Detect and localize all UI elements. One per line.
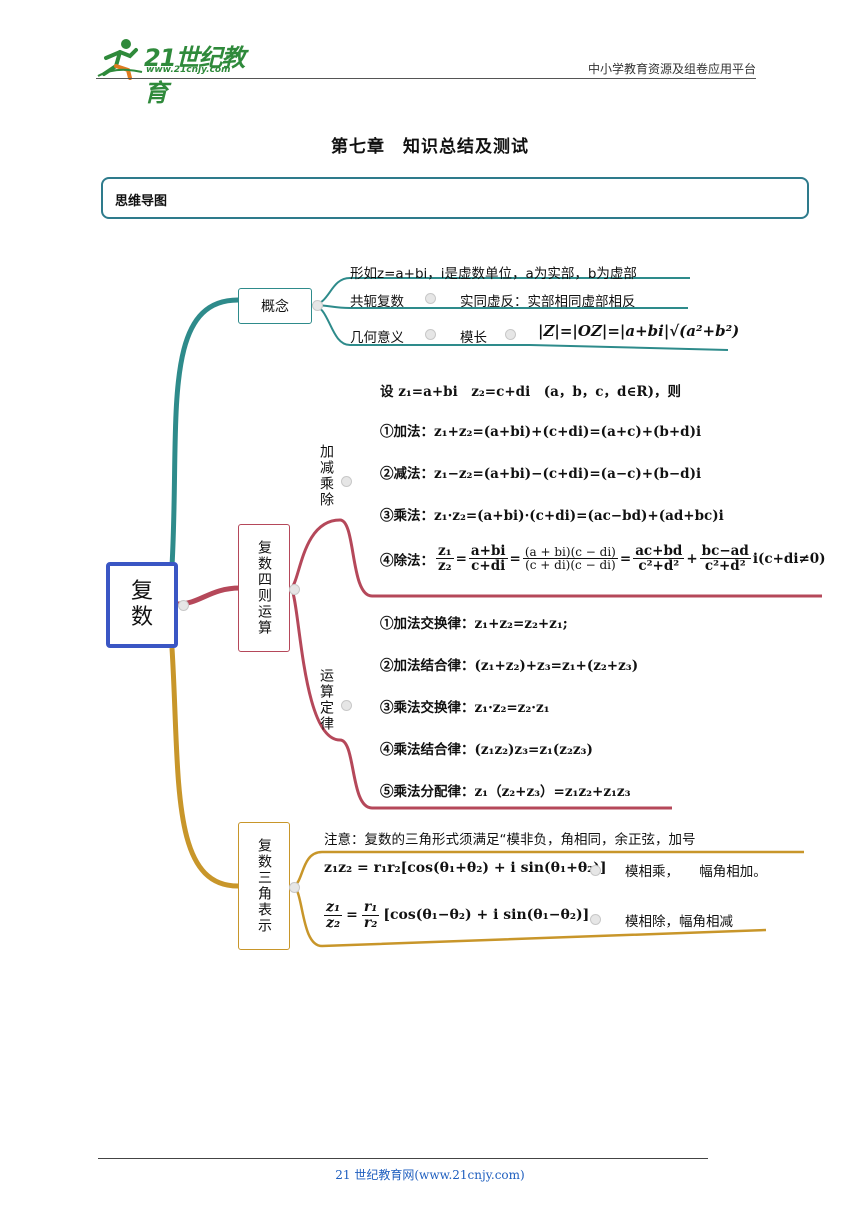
trig-div-formula: [cos(θ₁−θ₂) + i sin(θ₁−θ₂)] <box>383 907 590 924</box>
trig-label: 复数三角表示 <box>256 838 272 934</box>
trig-mult-formula: z₁z₂ = r₁r₂[cos(θ₁+θ₂) + i sin(θ₁+θ₂)] <box>324 860 607 876</box>
law-add-associative: ②加法结合律：(z₁+z₂)+z₃=z₁+(z₂+z₃) <box>380 658 639 674</box>
root-collapse-dot[interactable] <box>178 600 189 611</box>
footer-divider <box>98 1158 708 1159</box>
trig-div-text: 模相除，幅角相减 <box>625 914 733 930</box>
law-mul-commutative: ③乘法交换律：z₁·z₂=z₂·z₁ <box>380 700 550 716</box>
geometric-dot[interactable] <box>425 329 436 340</box>
conjugate-label: 共轭复数 <box>350 294 404 310</box>
conjugate-text: 实同虚反：实部相同虚部相反 <box>460 294 636 310</box>
site-logo: 21世纪教育 www.21cnjy.com <box>96 36 266 107</box>
geometric-label: 几何意义 <box>350 330 404 346</box>
root-node: 复 数 <box>106 562 178 648</box>
modulus-formula: |Z|=|OZ|=|a+bi|√(a²+b²) <box>538 322 740 340</box>
trig-mult-dot[interactable] <box>590 865 601 876</box>
law-add-commutative: ①加法交换律：z₁+z₂=z₂+z₁; <box>380 616 568 632</box>
concept-collapse-dot[interactable] <box>312 300 323 311</box>
header-tagline: 中小学教育资源及组卷应用平台 <box>587 62 756 76</box>
div-label: ④除法： <box>380 552 434 569</box>
footer-text: 21 世纪教育网(www.21cnjy.com) <box>335 1168 525 1182</box>
arith-label: 加减乘除 <box>318 444 334 508</box>
law-mul-associative: ④乘法结合律：(z₁z₂)z₃=z₁(z₂z₃) <box>380 742 593 758</box>
arith-dot[interactable] <box>341 476 352 487</box>
trig-node: 复数三角表示 <box>238 822 290 950</box>
concept-node: 概念 <box>238 288 312 324</box>
div-tail: i(c+di≠0) <box>752 550 826 567</box>
law-distributive: ⑤乘法分配律：z₁（z₂+z₃）=z₁z₂+z₁z₃ <box>380 784 631 800</box>
logo-url: www.21cnjy.com <box>146 65 231 75</box>
setup-line: 设 z₁=a+bi z₂=c+di (a，b，c，d∈R)，则 <box>380 384 682 400</box>
conjugate-dot[interactable] <box>425 293 436 304</box>
root-label: 复 数 <box>130 578 153 630</box>
operations-node: 复数四则运算 <box>238 524 290 652</box>
page-title: 第七章 知识总结及测试 <box>331 137 529 157</box>
sub-rule: ②减法：z₁−z₂=(a+bi)−(c+di)=(a−c)+(b−d)i <box>380 466 702 482</box>
concept-label: 概念 <box>261 299 289 315</box>
runner-logo-icon <box>97 39 143 80</box>
trig-div-dot[interactable] <box>590 914 601 925</box>
mul-rule: ③乘法：z₁·z₂=(a+bi)·(c+di)=(ac−bd)+(ad+bc)i <box>380 508 724 524</box>
section-label: 思维导图 <box>115 194 168 209</box>
trig-mult-text: 模相乘， 幅角相加。 <box>625 864 767 880</box>
add-rule: ①加法：z₁+z₂=(a+bi)+(c+di)=(a+c)+(b+d)i <box>380 424 702 440</box>
trig-collapse-dot[interactable] <box>289 882 300 893</box>
laws-dot[interactable] <box>341 700 352 711</box>
header-divider <box>96 78 756 79</box>
div-frac-conj: (a + bi)(c − di)(c + di)(c − di) <box>522 544 618 573</box>
section-box: 思维导图 <box>101 177 809 219</box>
operations-collapse-dot[interactable] <box>289 584 300 595</box>
trig-note: 注意：复数的三角形式须满足“模非负，角相同，余正弦，加号 <box>324 832 696 848</box>
logo-text: 21世纪教育 <box>144 44 245 107</box>
concept-definition: 形如z=a+bi，i是虚数单位，a为实部，b为虚部 <box>350 266 637 282</box>
modulus-label: 模长 <box>460 330 487 346</box>
modulus-dot[interactable] <box>505 329 516 340</box>
operations-label: 复数四则运算 <box>256 540 272 636</box>
laws-label: 运算定律 <box>318 668 334 732</box>
